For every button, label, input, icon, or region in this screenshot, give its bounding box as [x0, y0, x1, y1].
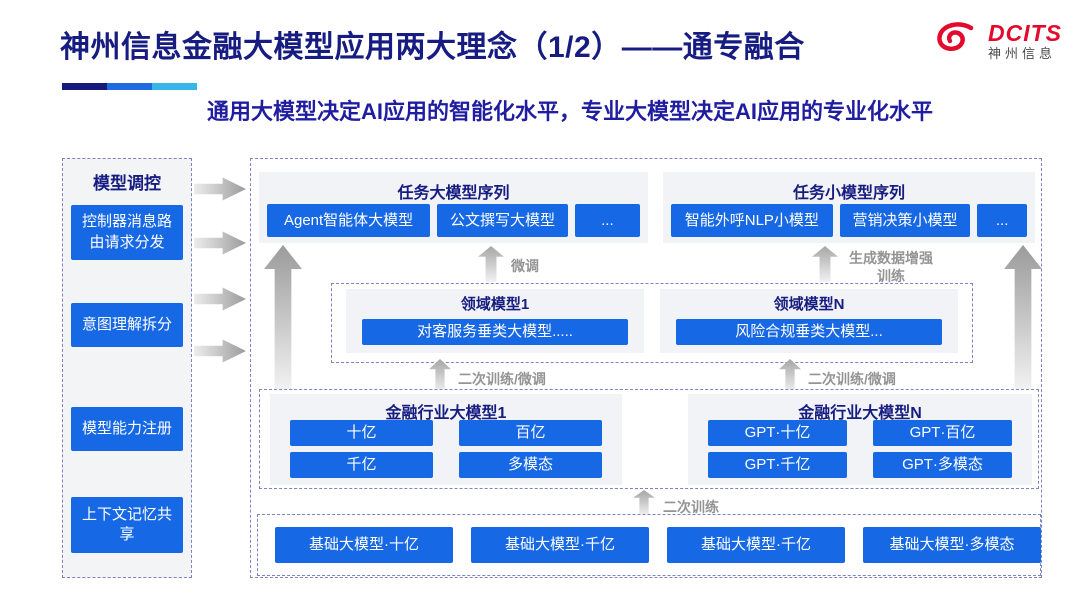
sidebar-item-intent: 意图理解拆分 — [71, 303, 183, 347]
industry-model-n-panel: 金融行业大模型N GPT·十亿 GPT·百亿 GPT·千亿 GPT·多模态 — [688, 394, 1032, 485]
model-chip-customer-service: 对客服务垂类大模型..... — [362, 319, 628, 345]
panel-title: 领域模型N — [773, 296, 845, 313]
task-large-model-box: 任务大模型序列 Agent智能体大模型 公文撰写大模型 ... — [259, 172, 648, 243]
page-title: 神州信息金融大模型应用两大理念（1/2）——通专融合 — [60, 31, 805, 64]
domain-model-box: 领域模型1 对客服务垂类大模型..... 领域模型N 风险合规垂类大模型... — [331, 283, 973, 363]
model-chip-billion: 十亿 — [290, 420, 433, 446]
accent-bar-blue — [107, 83, 152, 90]
secondary-ft-label: 二次训练/微调 — [458, 371, 546, 387]
secondary-ft-label: 二次训练/微调 — [808, 371, 896, 387]
model-chip-gpt-hundred-billion: GPT·千亿 — [708, 452, 847, 478]
model-chip-gpt-ten-billion: GPT·百亿 — [873, 420, 1012, 446]
industry-model-1-panel: 金融行业大模型1 十亿 百亿 千亿 多模态 — [270, 394, 622, 485]
model-chip-more: ... — [977, 204, 1027, 237]
model-chip-nlp-call: 智能外呼NLP小模型 — [671, 204, 833, 237]
model-chip-agent: Agent智能体大模型 — [267, 204, 431, 237]
page-subtitle: 通用大模型决定AI应用的智能化水平，专业大模型决定AI应用的专业化水平 — [206, 99, 933, 124]
accent-bar-cyan — [152, 83, 197, 90]
model-chip-document: 公文撰写大模型 — [437, 204, 568, 237]
accent-bars — [62, 83, 197, 90]
panel-title: 领域模型1 — [460, 296, 530, 313]
panel-title: 金融行业大模型N — [798, 405, 922, 422]
domain-model-1-panel: 领域模型1 对客服务垂类大模型..... — [346, 289, 644, 353]
flow-right-arrow-icon — [194, 177, 246, 201]
flow-right-arrow-icon — [194, 231, 246, 255]
dcits-swirl-icon — [933, 20, 981, 61]
model-chip-hundred-billion: 千亿 — [290, 452, 433, 478]
model-control-panel: 模型调控 控制器消息路由请求分发 意图理解拆分 模型能力注册 上下文记忆共享 — [62, 158, 192, 578]
model-chip-more: ... — [574, 204, 640, 237]
model-chip-ten-billion: 百亿 — [459, 420, 602, 446]
secondary-ft-up-arrow-icon — [779, 359, 801, 393]
big-up-arrow-icon — [1004, 245, 1042, 395]
model-chip-gpt-billion: GPT·十亿 — [708, 420, 847, 446]
domain-model-n-panel: 领域模型N 风险合规垂类大模型... — [660, 289, 958, 353]
model-chip-marketing: 营销决策小模型 — [839, 204, 971, 237]
sidebar-item-context: 上下文记忆共享 — [71, 497, 183, 553]
diagram-container: 任务大模型序列 Agent智能体大模型 公文撰写大模型 ... 任务小模型序列 … — [250, 158, 1042, 578]
gen-data-up-arrow-icon — [812, 246, 838, 282]
gen-data-label: 生成数据增强训练 — [849, 250, 933, 285]
industry-model-box: 金融行业大模型1 十亿 百亿 千亿 多模态 金融行业大模型N GPT·十亿 GP… — [259, 389, 1039, 489]
base-model-chip-billion: 基础大模型·十亿 — [275, 527, 453, 563]
secondary-train-label: 二次训练 — [663, 499, 719, 515]
sidebar-title: 模型调控 — [93, 174, 161, 193]
sidebar-item-router: 控制器消息路由请求分发 — [71, 205, 183, 260]
box-title: 任务大模型序列 — [397, 185, 510, 202]
dcits-logo: DCITS 神州信息 — [933, 20, 1062, 61]
logo-text: DCITS — [988, 19, 1062, 46]
flow-right-arrow-icon — [194, 339, 246, 363]
panel-title: 金融行业大模型1 — [385, 405, 507, 422]
big-up-arrow-icon — [264, 245, 302, 395]
base-model-chip-multimodal: 基础大模型·多模态 — [863, 527, 1041, 563]
accent-bar-navy — [62, 83, 107, 90]
model-chip-gpt-multimodal: GPT·多模态 — [873, 452, 1012, 478]
box-title: 任务小模型序列 — [792, 185, 905, 202]
task-small-model-box: 任务小模型序列 智能外呼NLP小模型 营销决策小模型 ... — [663, 172, 1035, 243]
secondary-ft-up-arrow-icon — [429, 359, 451, 393]
base-model-chip-hundred-billion-2: 基础大模型·千亿 — [667, 527, 845, 563]
logo-cn-text: 神州信息 — [988, 45, 1057, 61]
fine-tune-up-arrow-icon — [478, 246, 504, 282]
flow-right-arrow-icon — [194, 287, 246, 311]
model-chip-multimodal: 多模态 — [459, 452, 602, 478]
fine-tune-label: 微调 — [511, 258, 539, 274]
model-chip-risk-compliance: 风险合规垂类大模型... — [676, 319, 942, 345]
sidebar-item-registry: 模型能力注册 — [71, 407, 183, 451]
base-model-box: 基础大模型·十亿 基础大模型·千亿 基础大模型·千亿 基础大模型·多模态 — [257, 514, 1041, 576]
secondary-train-up-arrow-icon — [633, 490, 655, 516]
base-model-chip-hundred-billion: 基础大模型·千亿 — [471, 527, 649, 563]
